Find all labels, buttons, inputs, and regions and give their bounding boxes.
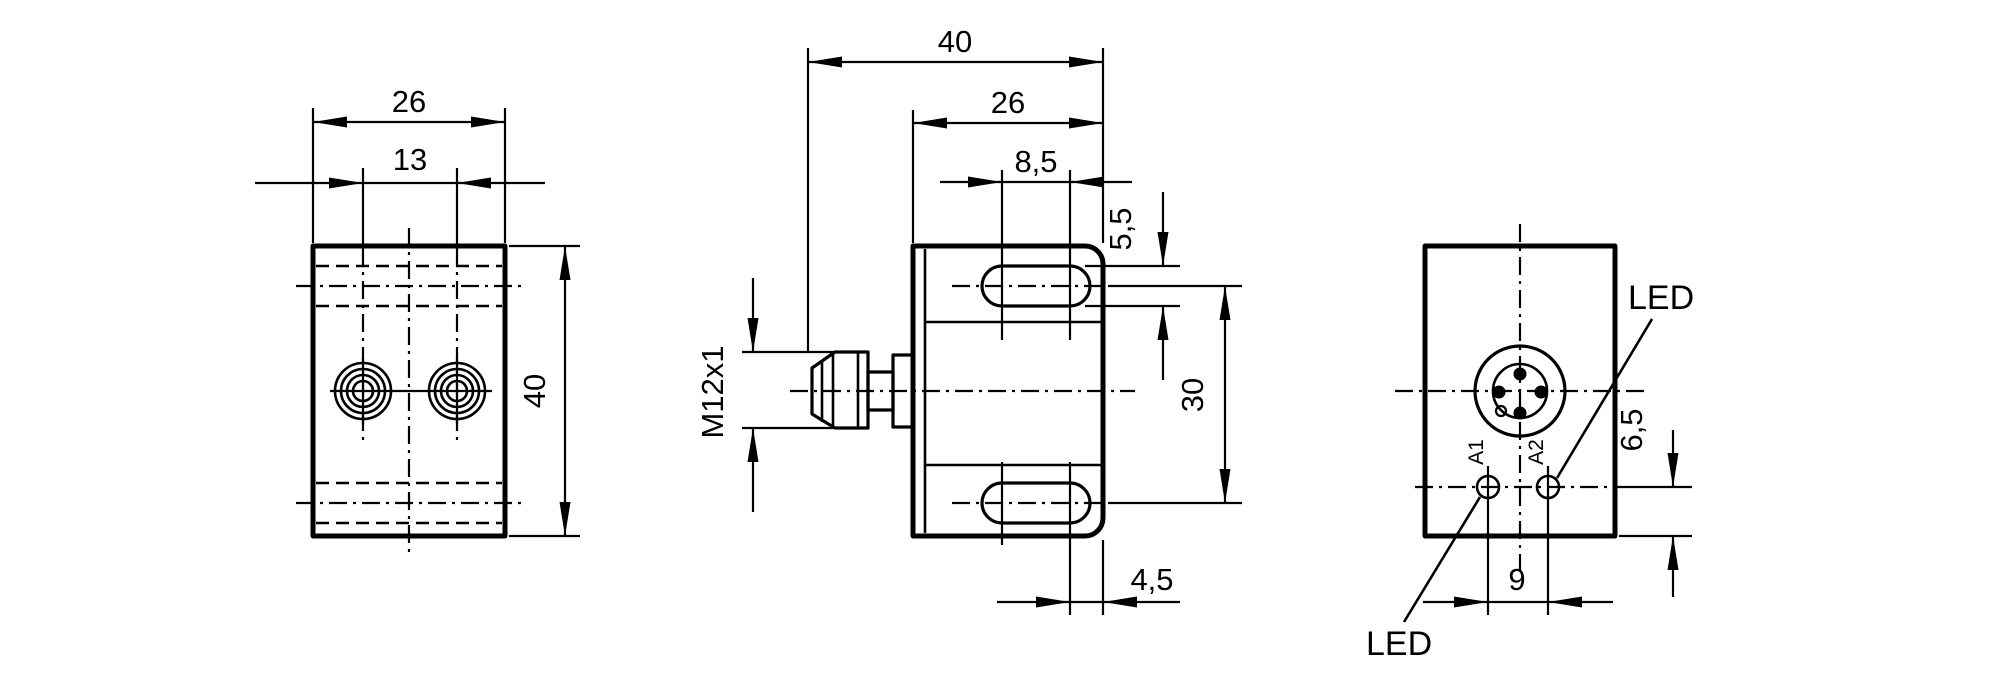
led-a2 xyxy=(1535,474,1561,500)
dim-front-width-label: 26 xyxy=(392,84,426,119)
connector-pin-4 xyxy=(1513,406,1527,420)
dim-slot-to-edge-label: 4,5 xyxy=(1130,562,1173,597)
dim-overall-depth-label: 40 xyxy=(938,24,972,59)
connector-coding-notch xyxy=(1494,404,1508,418)
dim-front-height: 40 xyxy=(509,244,580,538)
dim-front-height-label: 40 xyxy=(517,374,552,408)
led-callout-top: LED xyxy=(1555,279,1694,479)
connector-pin-1 xyxy=(1513,367,1527,381)
sensor-coil-right xyxy=(427,361,487,421)
connector-pin-2 xyxy=(1492,385,1506,399)
dim-slot-hole-spacing: 8,5 xyxy=(940,144,1132,188)
front-view: 26 13 40 xyxy=(255,84,580,556)
m12-connector-side xyxy=(810,350,915,430)
sensor-coil-left xyxy=(333,361,393,421)
led-label-bottom: LED xyxy=(1366,625,1432,663)
side-view: M12x1 40 26 8,5 5,5 30 xyxy=(695,24,1242,615)
led-callout-bottom: LED xyxy=(1366,496,1482,663)
led-a2-label: A2 xyxy=(1525,439,1548,465)
back-centerlines xyxy=(1395,224,1692,615)
dim-housing-depth-label: 26 xyxy=(991,85,1025,120)
dim-overall-depth: 40 xyxy=(806,24,1105,352)
dim-slot-width: 5,5 xyxy=(1103,192,1169,380)
m12-connector-face xyxy=(1473,344,1567,438)
connector-pin-3 xyxy=(1534,385,1548,399)
back-view: A1 A2 LED LED 6,5 9 xyxy=(1366,224,1694,663)
dim-front-width: 26 xyxy=(311,84,507,243)
dim-slot-center-distance-label: 30 xyxy=(1175,378,1210,412)
dim-slot-to-edge: 4,5 xyxy=(997,540,1180,615)
led-leader-top xyxy=(1555,318,1654,479)
dim-led-spacing-label: 9 xyxy=(1508,562,1525,597)
dim-housing-depth: 26 xyxy=(911,85,1103,243)
dim-led-to-bottom-label: 6,5 xyxy=(1614,408,1649,451)
dim-front-hole-spacing-label: 13 xyxy=(393,142,427,177)
led-a1-label: A1 xyxy=(1465,439,1488,465)
dim-led-spacing: 9 xyxy=(1423,562,1613,608)
front-centerlines xyxy=(296,228,522,556)
dim-slot-center-distance: 30 xyxy=(1175,286,1231,503)
slot-reference-lines xyxy=(952,170,1242,615)
connector-thread-label: M12x1 xyxy=(695,345,730,438)
led-leader-bottom xyxy=(1402,496,1482,623)
side-housing-outline xyxy=(910,243,1106,539)
led-a1 xyxy=(1475,474,1501,500)
dim-front-hole-spacing: 13 xyxy=(255,142,545,246)
dim-led-to-bottom: 6,5 xyxy=(1614,408,1692,597)
dim-connector-thread: M12x1 xyxy=(695,278,835,512)
dim-slot-hole-spacing-label: 8,5 xyxy=(1014,144,1057,179)
dim-slot-width-label: 5,5 xyxy=(1103,207,1138,250)
led-label-top: LED xyxy=(1628,279,1694,317)
